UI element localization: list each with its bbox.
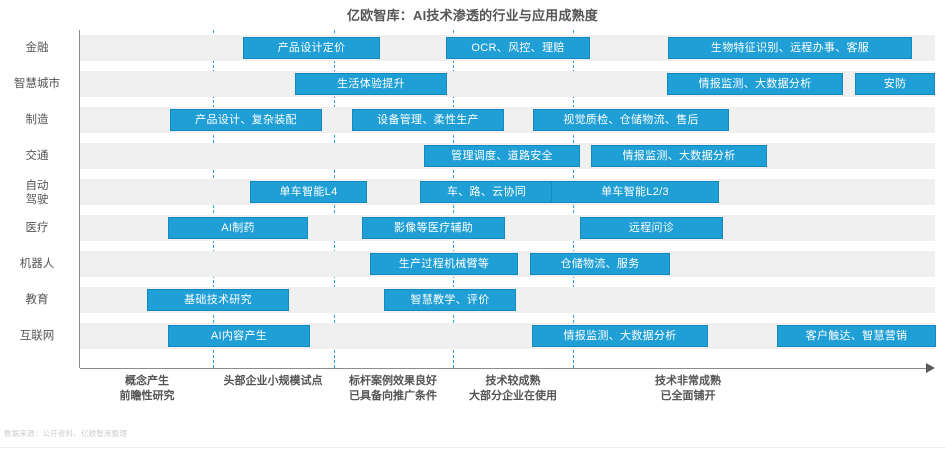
stage-label-line1: 技术较成熟 — [485, 375, 541, 387]
y-axis-label-7: 机器人 — [19, 258, 55, 270]
maturity-bar[interactable]: 产品设计定价 — [243, 37, 380, 59]
source-note: 数据来源：公开资料、亿欧智库整理 — [4, 429, 128, 438]
maturity-bar[interactable]: 生活体验提升 — [295, 73, 447, 95]
maturity-bar[interactable]: 客户触达、智慧营销 — [777, 325, 936, 347]
y-axis-label-1: 金融 — [25, 42, 49, 54]
y-axis-label-9: 互联网 — [19, 330, 55, 342]
stage-2-label: 头部企业小规模试点 — [183, 374, 363, 389]
stage-label-line2: 已具备向推广条件 — [349, 390, 437, 402]
maturity-bar[interactable]: 情报监测、大数据分析 — [532, 325, 708, 347]
maturity-bar[interactable]: 情报监测、大数据分析 — [591, 145, 767, 167]
maturity-bar[interactable]: 生物特征识别、远程办事、客服 — [668, 37, 912, 59]
y-axis-label-2: 智慧城市 — [14, 78, 60, 90]
maturity-bar[interactable]: 基础技术研究 — [147, 289, 289, 311]
chart-title: 亿欧智库：AI技术渗透的行业与应用成熟度 — [346, 8, 598, 23]
footer-divider — [0, 447, 945, 448]
maturity-bar[interactable]: 单车智能L2/3 — [551, 181, 719, 203]
stage-5-label: 技术非常成熟已全面铺开 — [598, 374, 778, 404]
x-axis-arrow-icon — [926, 363, 935, 373]
stage-label-line1: 概念产生 — [125, 375, 169, 387]
stage-1-label: 概念产生前瞻性研究 — [57, 374, 237, 404]
maturity-bar[interactable]: 情报监测、大数据分析 — [667, 73, 843, 95]
stage-label-line1: 头部企业小规模试点 — [223, 375, 323, 387]
y-axis-label-8: 教育 — [25, 294, 49, 306]
maturity-bar[interactable]: 产品设计、复杂装配 — [170, 109, 322, 131]
stage-label-line2: 已全面铺开 — [660, 390, 716, 402]
y-axis-label-line1: 自动 — [25, 180, 49, 192]
stage-3-label: 标杆案例效果良好已具备向推广条件 — [303, 374, 483, 404]
maturity-bar[interactable]: 设备管理、柔性生产 — [352, 109, 504, 131]
stage-label-line1: 标杆案例效果良好 — [349, 375, 437, 387]
stage-label-line2: 前瞻性研究 — [119, 390, 175, 402]
stage-label-line1: 技术非常成熟 — [655, 375, 721, 387]
stage-label-line2: 大部分企业在使用 — [469, 390, 557, 402]
maturity-bar[interactable]: 仓储物流、服务 — [530, 253, 670, 275]
stage-4-label: 技术较成熟大部分企业在使用 — [423, 374, 603, 404]
maturity-bar[interactable]: 单车智能L4 — [250, 181, 367, 203]
x-axis-line — [80, 368, 928, 369]
y-axis-label-4: 交通 — [25, 150, 49, 162]
maturity-bar[interactable]: AI制药 — [168, 217, 308, 239]
maturity-bar[interactable]: 智慧教学、评价 — [384, 289, 516, 311]
y-axis-label-3: 制造 — [25, 114, 49, 126]
y-axis-label-6: 医疗 — [25, 222, 49, 234]
y-axis-label-line2: 驾驶 — [25, 194, 49, 206]
maturity-bar[interactable]: OCR、风控、理赔 — [446, 37, 590, 59]
maturity-bar[interactable]: 车、路、云协同 — [420, 181, 553, 203]
maturity-bar[interactable]: AI内容产生 — [168, 325, 310, 347]
maturity-bar[interactable]: 管理调度、道路安全 — [424, 145, 580, 167]
y-axis-line — [79, 30, 80, 368]
maturity-bar[interactable]: 远程问诊 — [580, 217, 723, 239]
maturity-bar[interactable]: 影像等医疗辅助 — [362, 217, 505, 239]
maturity-bar[interactable]: 视觉质检、仓储物流、售后 — [533, 109, 729, 131]
y-axis-label-5: 自动驾驶 — [0, 179, 74, 207]
maturity-bar[interactable]: 生产过程机械臂等 — [370, 253, 518, 275]
maturity-bar[interactable]: 安防 — [855, 73, 935, 95]
